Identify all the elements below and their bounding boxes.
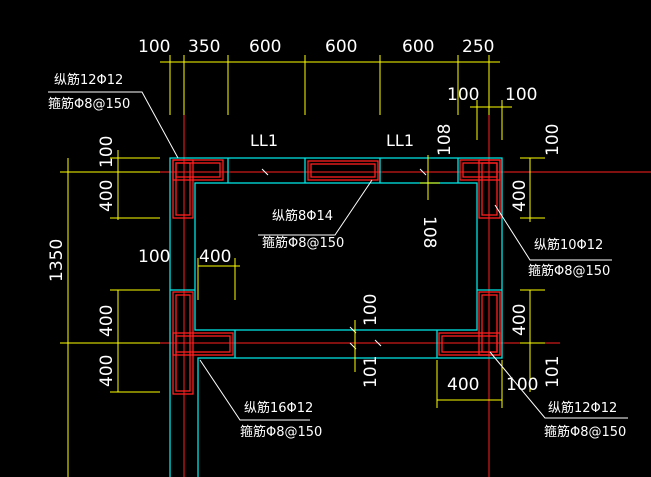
dim-top-6: 250 — [462, 37, 494, 57]
rebar-groups — [172, 159, 501, 395]
note-long-rebar: 纵筋12Φ12 — [548, 400, 617, 416]
dim-right-4: 101 — [543, 356, 563, 388]
dim-right-3: 400 — [510, 304, 530, 336]
dim-center-101: 101 — [361, 356, 381, 388]
column-top-right — [459, 159, 501, 219]
column-bottom-right — [438, 291, 501, 356]
dim-left-3: 1350 — [47, 239, 67, 282]
dim-right-top-1: 100 — [447, 85, 479, 105]
note-bottom-right: 纵筋12Φ12 箍筋Φ8@150 — [544, 400, 626, 440]
beam-label-right: LL1 — [386, 131, 414, 150]
wall-outer-edge — [169, 157, 503, 477]
dim-top-4: 600 — [325, 37, 357, 57]
leader-lines — [48, 91, 628, 421]
dim-inner-1: 100 — [138, 247, 170, 267]
dim-right-1: 100 — [543, 124, 563, 156]
dim-right-2: 400 — [510, 180, 530, 212]
dim-left-4: 400 — [97, 305, 117, 337]
beam-top-center — [307, 160, 379, 181]
note-stirrup: 箍筋Φ8@150 — [240, 424, 322, 440]
note-bottom-left: 纵筋16Φ12 箍筋Φ8@150 — [240, 400, 322, 440]
dim-center-top: 108 — [435, 124, 455, 156]
dim-top-3: 600 — [249, 37, 281, 57]
dim-bottom-2: 100 — [506, 375, 538, 395]
dim-center-100: 100 — [361, 294, 381, 326]
dim-center-108: 108 — [419, 216, 439, 248]
wall-outline — [169, 157, 503, 477]
dim-left-5: 400 — [97, 355, 117, 387]
note-top-left: 纵筋12Φ12 箍筋Φ8@150 — [48, 72, 130, 112]
note-stirrup: 箍筋Φ8@150 — [262, 235, 344, 251]
left-dimension-text: 100 400 1350 400 400 — [47, 136, 117, 387]
dim-top-1: 100 — [138, 37, 170, 57]
note-center: 纵筋8Φ14 箍筋Φ8@150 — [262, 208, 344, 251]
right-dimension-text: 100 400 400 101 — [510, 124, 563, 388]
dim-left-1: 100 — [97, 136, 117, 168]
axis-ticks — [261, 168, 427, 350]
note-stirrup: 箍筋Φ8@150 — [544, 424, 626, 440]
column-bottom-left — [172, 291, 234, 395]
wall-opening — [194, 182, 478, 331]
note-long-rebar: 纵筋8Φ14 — [272, 208, 333, 224]
dim-bottom-1: 400 — [447, 375, 479, 395]
note-long-rebar: 纵筋16Φ12 — [244, 400, 313, 416]
column-top-left — [172, 159, 224, 219]
top-dimension-text: 100 350 600 600 600 250 100 100 — [138, 37, 537, 105]
dim-top-5: 600 — [402, 37, 434, 57]
dim-right-top-2: 100 — [505, 85, 537, 105]
note-stirrup: 箍筋Φ8@150 — [528, 263, 610, 279]
dim-top-2: 350 — [188, 37, 220, 57]
beam-label-left: LL1 — [250, 131, 278, 150]
note-long-rebar: 纵筋10Φ12 — [534, 237, 603, 253]
dim-inner-2: 400 — [199, 247, 231, 267]
dim-left-2: 400 — [97, 180, 117, 212]
dimension-lines — [60, 55, 545, 477]
note-long-rebar: 纵筋12Φ12 — [54, 72, 123, 88]
note-stirrup: 箍筋Φ8@150 — [48, 96, 130, 112]
note-right: 纵筋10Φ12 箍筋Φ8@150 — [528, 237, 610, 279]
